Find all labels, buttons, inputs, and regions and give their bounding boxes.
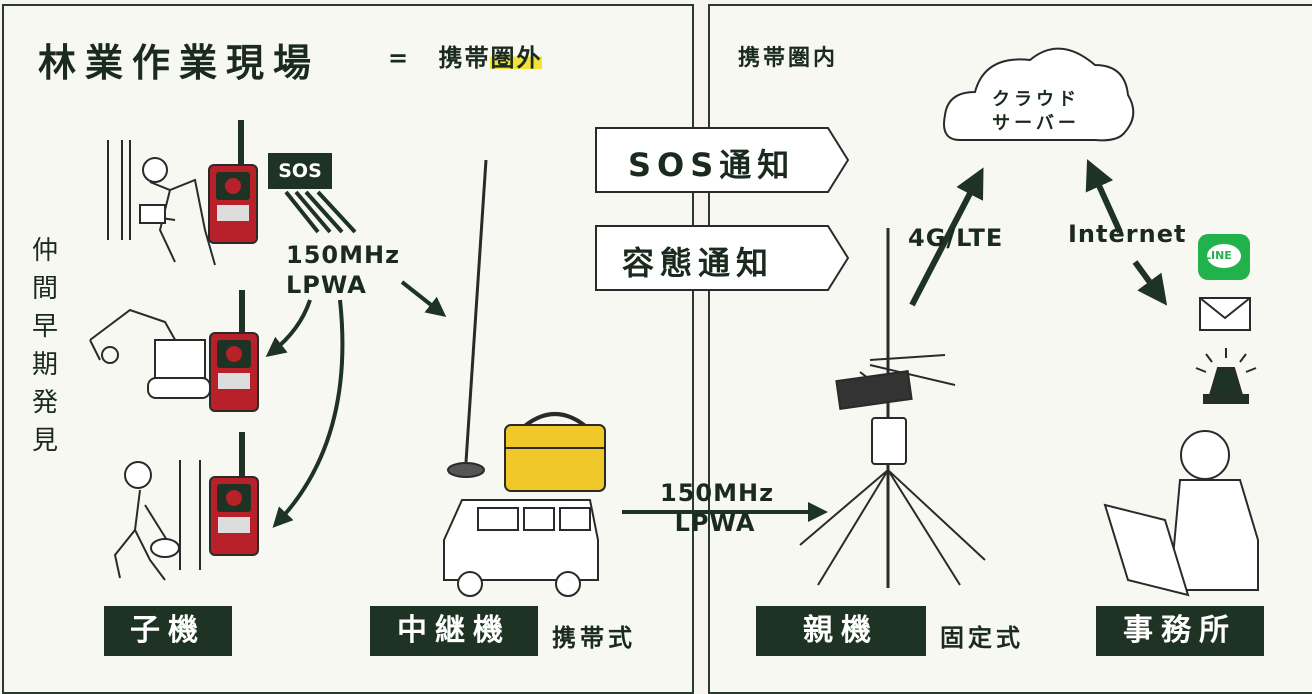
mid-radio-type: LPWA	[674, 509, 756, 537]
line-icon-text: LINE	[1204, 249, 1232, 262]
mid-radio-freq: 150MHz	[660, 479, 775, 507]
child-device-2-icon	[209, 290, 259, 412]
parent-fixed-label: 固定式	[940, 624, 1024, 652]
cloud-line-2: サーバー	[992, 113, 1080, 134]
arrow-to-relay	[400, 280, 447, 317]
relay-portable-label: 携帯式	[552, 624, 636, 652]
left-radio-freq: 150MHz	[286, 241, 401, 269]
office-worker-figure	[1103, 430, 1259, 597]
status-notice-shape	[595, 225, 850, 291]
early-discovery-vertical: 仲間早期発見	[30, 232, 60, 460]
excavator-figure	[89, 308, 211, 399]
arrow-internet-up	[1085, 159, 1123, 234]
internet-label: Internet	[1068, 220, 1187, 248]
sos-tag: SOS	[268, 153, 332, 189]
office-label: 事務所	[1096, 606, 1264, 656]
relay-antenna-icon	[447, 159, 488, 478]
cloud-server-label: クラウド サーバー	[966, 88, 1106, 136]
fallen-worker-figure	[113, 460, 201, 581]
worker-chainsaw-figure	[107, 140, 216, 266]
status-notice-label: 容態通知	[622, 244, 775, 282]
relay-case-icon	[504, 412, 606, 492]
parent-unit-label: 親機	[756, 606, 926, 656]
sos-notice-label: SOS通知	[628, 146, 796, 184]
left-radio-label: 150MHz LPWA	[286, 240, 400, 300]
arrow-lte	[909, 167, 984, 307]
in-coverage-header: 携帯圏内	[738, 46, 839, 71]
status-prefix: 携帯	[438, 44, 491, 72]
cloud-shape	[943, 47, 1135, 142]
mail-icon	[1199, 297, 1251, 331]
site-title: 林業作業現場	[38, 41, 321, 85]
vertical-text: 仲間早期発見	[31, 236, 58, 456]
child-device-1-icon	[208, 120, 258, 244]
coverage-status: = 携帯圏外	[388, 38, 543, 73]
status-highlight: 圏外	[490, 44, 543, 72]
arrow-to-device-2	[265, 299, 312, 357]
sos-signal-lines	[284, 190, 357, 234]
mid-radio-label: 150MHz LPWA	[660, 478, 775, 538]
van-icon	[443, 499, 599, 597]
parent-station-icon	[799, 228, 986, 588]
left-radio-type: LPWA	[286, 271, 367, 299]
network-diagram	[89, 47, 1259, 597]
alarm-light-icon	[1195, 348, 1257, 404]
cloud-line-1: クラウド	[992, 89, 1080, 110]
arrow-internet-down	[1132, 260, 1168, 306]
child-device-3-icon	[209, 432, 259, 556]
arrow-to-device-3	[272, 299, 345, 528]
equals-sign: =	[388, 44, 411, 72]
relay-unit-label: 中継機	[370, 606, 538, 656]
child-unit-label: 子機	[104, 606, 232, 656]
line-app-icon	[1198, 234, 1250, 280]
sos-notice-shape	[595, 127, 850, 193]
lte-label: 4G/LTE	[908, 224, 1004, 252]
